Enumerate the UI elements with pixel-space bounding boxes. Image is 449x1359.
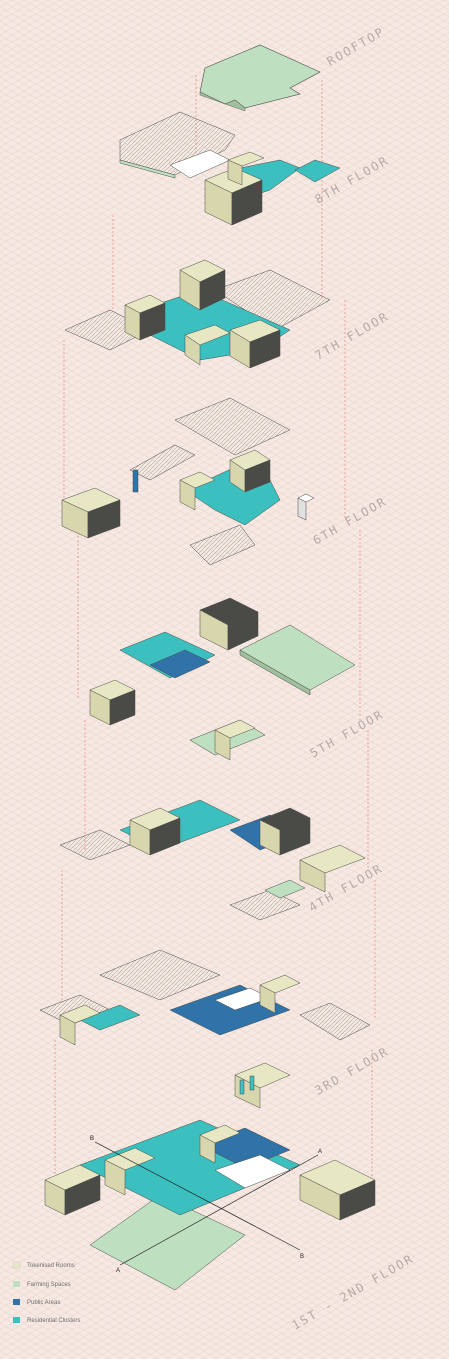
legend: Tokenised Rooms Farming Spaces Public Ar… <box>12 1261 80 1324</box>
floor-rooftop-plan <box>199 44 321 112</box>
section-marker-a2: A <box>116 1268 120 1274</box>
section-marker-a1: A <box>318 1149 322 1155</box>
legend-label-tokenised-rooms: Tokenised Rooms <box>27 1263 75 1269</box>
floor-8th-plan <box>119 111 341 226</box>
floor-3rd-plan <box>39 949 371 1109</box>
legend-swatch-farming-spaces <box>13 1281 20 1287</box>
floor-5th-plan <box>89 597 356 761</box>
section-lines <box>94 1141 319 1266</box>
legend-swatch-public-areas <box>13 1299 20 1305</box>
legend-label-residential-clusters: Residential Clusters <box>27 1318 80 1324</box>
legend-label-farming-spaces: Farming Spaces <box>27 1282 71 1288</box>
vertical-guide-lines <box>54 75 376 1185</box>
legend-swatch-residential-clusters <box>13 1317 20 1323</box>
floor-4th-plan <box>59 799 366 921</box>
section-marker-b2: B <box>300 1254 304 1260</box>
legend-swatch-tokenised-rooms <box>12 1261 21 1269</box>
floor-6th-plan <box>61 397 315 566</box>
floor-7th-plan <box>64 259 331 369</box>
legend-label-public-areas: Public Areas <box>27 1300 60 1306</box>
floor-1st-2nd-plan <box>44 1119 376 1291</box>
section-marker-b1: B <box>90 1136 94 1142</box>
